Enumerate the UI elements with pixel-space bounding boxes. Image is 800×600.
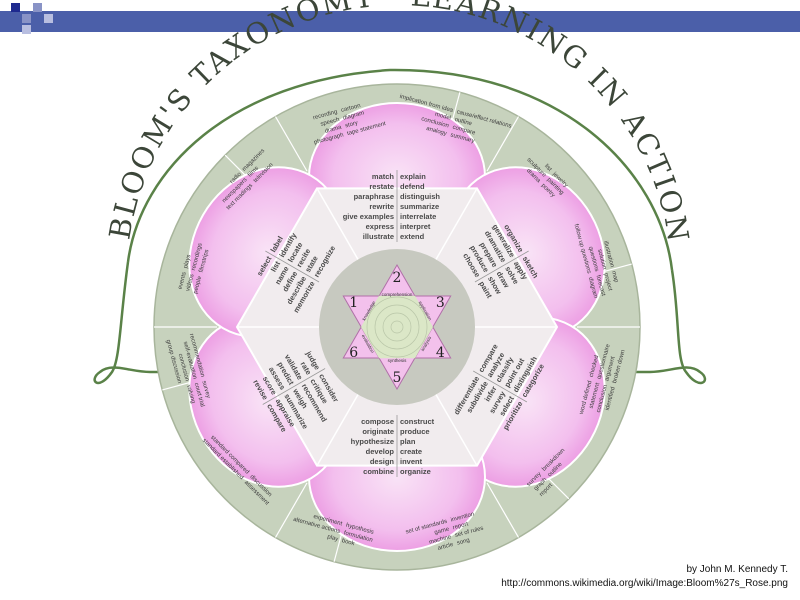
verb-word: organize	[400, 467, 431, 476]
center-rings	[374, 304, 420, 350]
verb-word: compose	[361, 417, 394, 426]
credit-url[interactable]: http://commons.wikimedia.org/wiki/Image:…	[501, 578, 788, 589]
verbs-application: organizegeneralizedramatizeprepareproduc…	[461, 223, 540, 300]
verb-word: express	[366, 222, 394, 231]
product-word: checked	[589, 355, 601, 378]
decor-square	[22, 25, 31, 34]
verb-word: hypothesize	[351, 437, 394, 446]
product-word: survey	[200, 380, 210, 399]
verb-column-divider	[265, 250, 320, 283]
product-word: speech	[320, 117, 340, 128]
verb-word: plan	[400, 437, 416, 446]
verb-column-divider	[262, 368, 326, 405]
credit-author: by John M. Kennedy T.	[686, 564, 788, 575]
level-number-knowledge: 1	[349, 295, 358, 311]
product-word: model	[434, 112, 451, 122]
product-word: project	[602, 273, 613, 292]
level-name-synthesis: synthesis	[388, 358, 408, 363]
level-number-analysis: 4	[436, 345, 445, 361]
product-word: people	[193, 275, 204, 295]
verb-word: extend	[400, 232, 425, 241]
verb-word: defend	[400, 182, 425, 191]
verb-word: originate	[362, 427, 394, 436]
verb-word: match	[372, 172, 395, 181]
verb-word: rewrite	[369, 202, 394, 211]
verb-word: distinguish	[400, 192, 440, 201]
decor-square	[44, 14, 53, 23]
level-number-evaluation: 6	[349, 345, 358, 361]
level-name-comprehension: comprehension	[382, 292, 413, 297]
vine-right-curl	[580, 269, 707, 385]
product-word: videos	[185, 274, 195, 292]
verb-word: invent	[400, 457, 423, 466]
center-rings	[366, 296, 428, 358]
verb-word: interpret	[400, 222, 431, 231]
product-word: map	[610, 270, 619, 283]
product-word: cartoon	[340, 103, 361, 114]
center-rings	[382, 312, 412, 342]
product-word: analogy	[425, 126, 447, 137]
product-word: play	[326, 534, 338, 543]
verb-word: explain	[400, 172, 426, 181]
verb-column-divider	[474, 250, 529, 283]
product-word: song	[456, 538, 470, 547]
level-number-synthesis: 5	[393, 370, 402, 386]
decor-square	[11, 3, 20, 12]
product-word: events	[177, 271, 187, 290]
product-word: forecast	[595, 275, 606, 297]
product-word: drama	[324, 125, 343, 135]
product-word: solution	[596, 249, 607, 271]
center-rings	[390, 320, 404, 334]
ring-divider	[274, 482, 308, 538]
product-word: article	[437, 542, 455, 552]
verb-word: construct	[400, 417, 435, 426]
product-word: machine	[429, 534, 453, 546]
product-word: filmstrips	[199, 249, 211, 273]
product-word: diagram	[343, 110, 366, 121]
ring-divider	[274, 116, 308, 172]
product-word: list	[543, 163, 553, 173]
verb-word: illustrate	[363, 232, 394, 241]
product-word: valuing	[185, 384, 196, 404]
product-word: diagram	[587, 277, 598, 300]
verb-word: develop	[366, 447, 395, 456]
title-bar-decoration	[0, 11, 800, 32]
ring-divider	[486, 482, 520, 538]
product-word: game	[434, 526, 451, 536]
verb-word: combine	[363, 467, 394, 476]
vine-left-curl	[93, 261, 220, 385]
verb-word: interrelate	[400, 212, 436, 221]
verb-word: design	[370, 457, 395, 466]
verb-word: give examples	[343, 212, 394, 221]
product-word: book	[341, 538, 356, 547]
verb-word: restate	[369, 182, 394, 191]
product-word: story	[345, 120, 359, 129]
hexagram-center	[361, 295, 433, 359]
verb-word: summarize	[400, 202, 439, 211]
level-number-application: 3	[436, 295, 445, 311]
level-number-comprehension: 2	[393, 270, 402, 286]
verb-word: produce	[400, 427, 430, 436]
verb-word: paraphrase	[354, 192, 394, 201]
image-credit: by John M. Kennedy T. http://commons.wik…	[501, 563, 788, 591]
verb-column-divider	[473, 370, 528, 403]
decor-square	[22, 14, 31, 23]
verbs-synthesis: composeoriginatehypothesizedevelopdesign…	[351, 415, 435, 477]
product-word: outline	[454, 117, 473, 128]
product-word: report	[452, 521, 469, 531]
product-word: plays	[183, 254, 192, 269]
verb-word: create	[400, 447, 422, 456]
decor-square	[33, 3, 42, 12]
vine-arch	[126, 68, 674, 271]
ring-divider	[486, 116, 520, 172]
